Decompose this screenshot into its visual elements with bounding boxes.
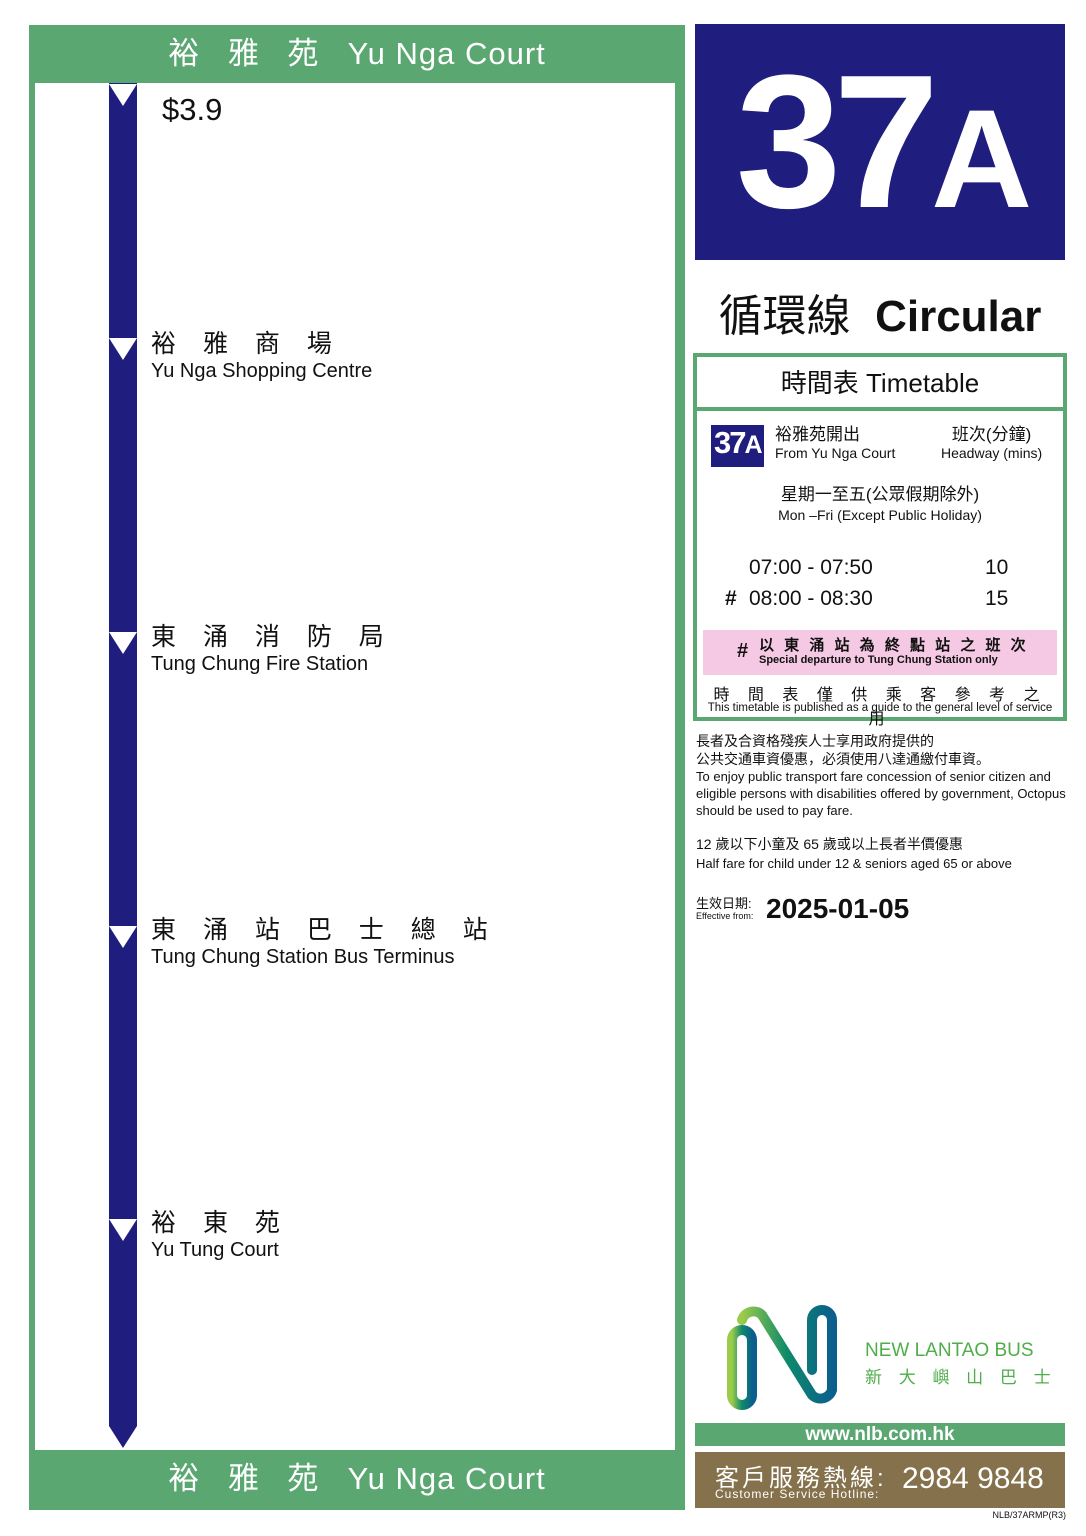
destination-footer: 裕 雅 苑 Yu Nga Court	[29, 1450, 685, 1510]
days-zh: 星期一至五(公眾假期除外)	[780, 485, 980, 504]
row-time: 08:00 - 08:30	[749, 587, 873, 610]
route-number-box: 37A	[695, 24, 1065, 260]
route-badge: 37A	[711, 425, 764, 467]
stop-arrow-icon	[109, 84, 137, 106]
from-en: From Yu Nga Court	[775, 445, 896, 461]
effective-zh: 生效日期:	[696, 896, 752, 911]
headway-en: Headway (mins)	[941, 445, 1043, 461]
website-link[interactable]: www.nlb.com.hk	[695, 1423, 1065, 1446]
guide-zh: 時 間 表 僅 供 乘 客 參 考 之 用	[713, 687, 1047, 728]
route-number: 37	[735, 36, 939, 248]
from-zh: 裕雅苑開出	[775, 425, 860, 444]
stop-arrow-icon	[109, 338, 137, 360]
concession-notice: 長者及合資格殘疾人士享用政府提供的 公共交通車資優惠，必須使用八達通繳付車資。 …	[696, 732, 1066, 819]
badge-suffix: A	[744, 431, 762, 459]
note-en: Special departure to Tung Chung Station …	[759, 654, 998, 666]
effective-date: 2025-01-05	[766, 893, 910, 924]
hotline-bar: 客戶服務熱線: Customer Service Hotline: 2984 9…	[695, 1452, 1065, 1508]
origin-header: 裕 雅 苑 Yu Nga Court	[29, 25, 685, 83]
timetable-title: 時間表 Timetable	[697, 357, 1063, 411]
stop-name-en: Tung Chung Fire Station	[151, 653, 369, 675]
brand-name-en: NEW LANTAO BUS	[865, 1340, 1034, 1361]
service-days: 星期一至五(公眾假期除外) Mon –Fri (Except Public Hol…	[697, 484, 1063, 526]
half-fare-en: Half fare for child under 12 & seniors a…	[696, 856, 1012, 871]
days-en: Mon –Fri (Except Public Holiday)	[778, 507, 982, 523]
stop-name-zh: 東 涌 消 防 局	[151, 623, 394, 651]
destination-en: Yu Nga Court	[347, 1461, 546, 1496]
nlb-logo-icon	[727, 1305, 837, 1410]
route-type-zh: 循環線	[718, 292, 851, 341]
timetable-row: #08:00 - 08:30 15	[725, 587, 1025, 611]
guide-en: This timetable is published as a guide t…	[707, 702, 1053, 714]
note-mark: #	[737, 640, 749, 662]
concession-en: To enjoy public transport fare concessio…	[696, 769, 1066, 818]
concession-zh: 長者及合資格殘疾人士享用政府提供的	[696, 733, 934, 749]
stop-name-zh: 裕 東 苑	[151, 1209, 290, 1237]
hotline-number: 2984 9848	[902, 1462, 1044, 1495]
poster-code: NLB/37ARMP(R3)	[992, 1510, 1066, 1520]
route-panel-inner	[35, 83, 675, 1450]
note-zh: 以 東 涌 站 為 終 點 站 之 班 次	[759, 637, 1029, 654]
half-fare-zh: 12 歲以下小童及 65 歲或以上長者半價優惠	[696, 836, 963, 852]
brand-name-zh: 新 大 嶼 山 巴 士	[865, 1368, 1057, 1387]
headway-label: 班次(分鐘)Headway (mins)	[941, 425, 1042, 463]
row-mark: #	[725, 587, 737, 610]
destination-zh: 裕 雅 苑	[168, 1461, 329, 1496]
stop-arrow-icon	[109, 632, 137, 654]
timetable-row: 07:00 - 07:50 10	[725, 556, 1025, 580]
headway-zh: 班次(分鐘)	[951, 425, 1032, 444]
effective-label: 生效日期: Effective from:	[696, 897, 753, 923]
route-suffix: A	[931, 80, 1032, 237]
origin-en: Yu Nga Court	[347, 36, 546, 71]
half-fare-notice: 12 歲以下小童及 65 歲或以上長者半價優惠 Half fare for ch…	[696, 835, 1066, 873]
row-headway: 10	[985, 556, 1009, 579]
fare: $3.9	[162, 92, 223, 127]
origin-zh: 裕 雅 苑	[168, 36, 329, 71]
stop-name-zh: 東 涌 站 巴 士 總 站	[151, 916, 498, 944]
concession-zh-2: 公共交通車資優惠，必須使用八達通繳付車資。	[696, 751, 990, 767]
route-type: 循環線 Circular	[695, 280, 1065, 344]
special-note: # 以 東 涌 站 為 終 點 站 之 班 次 Special departur…	[703, 630, 1057, 675]
route-type-en: Circular	[875, 292, 1042, 341]
stop-name-en: Tung Chung Station Bus Terminus	[151, 946, 455, 968]
stop-name-en: Yu Tung Court	[151, 1239, 279, 1261]
badge-number: 37	[714, 425, 747, 460]
route-line	[109, 83, 137, 1426]
stop-name-en: Yu Nga Shopping Centre	[151, 360, 373, 382]
stop-arrow-icon	[109, 1219, 137, 1241]
hotline-zh: 客戶服務熱線:	[715, 1465, 887, 1492]
route-end-arrow-icon	[109, 1426, 137, 1448]
effective-en: Effective from:	[696, 911, 754, 921]
row-time: 07:00 - 07:50	[749, 556, 873, 579]
stop-arrow-icon	[109, 926, 137, 948]
row-headway: 15	[985, 587, 1009, 610]
hotline-en: Customer Service Hotline:	[715, 1487, 880, 1501]
stop-name-zh: 裕 雅 商 場	[151, 330, 342, 358]
